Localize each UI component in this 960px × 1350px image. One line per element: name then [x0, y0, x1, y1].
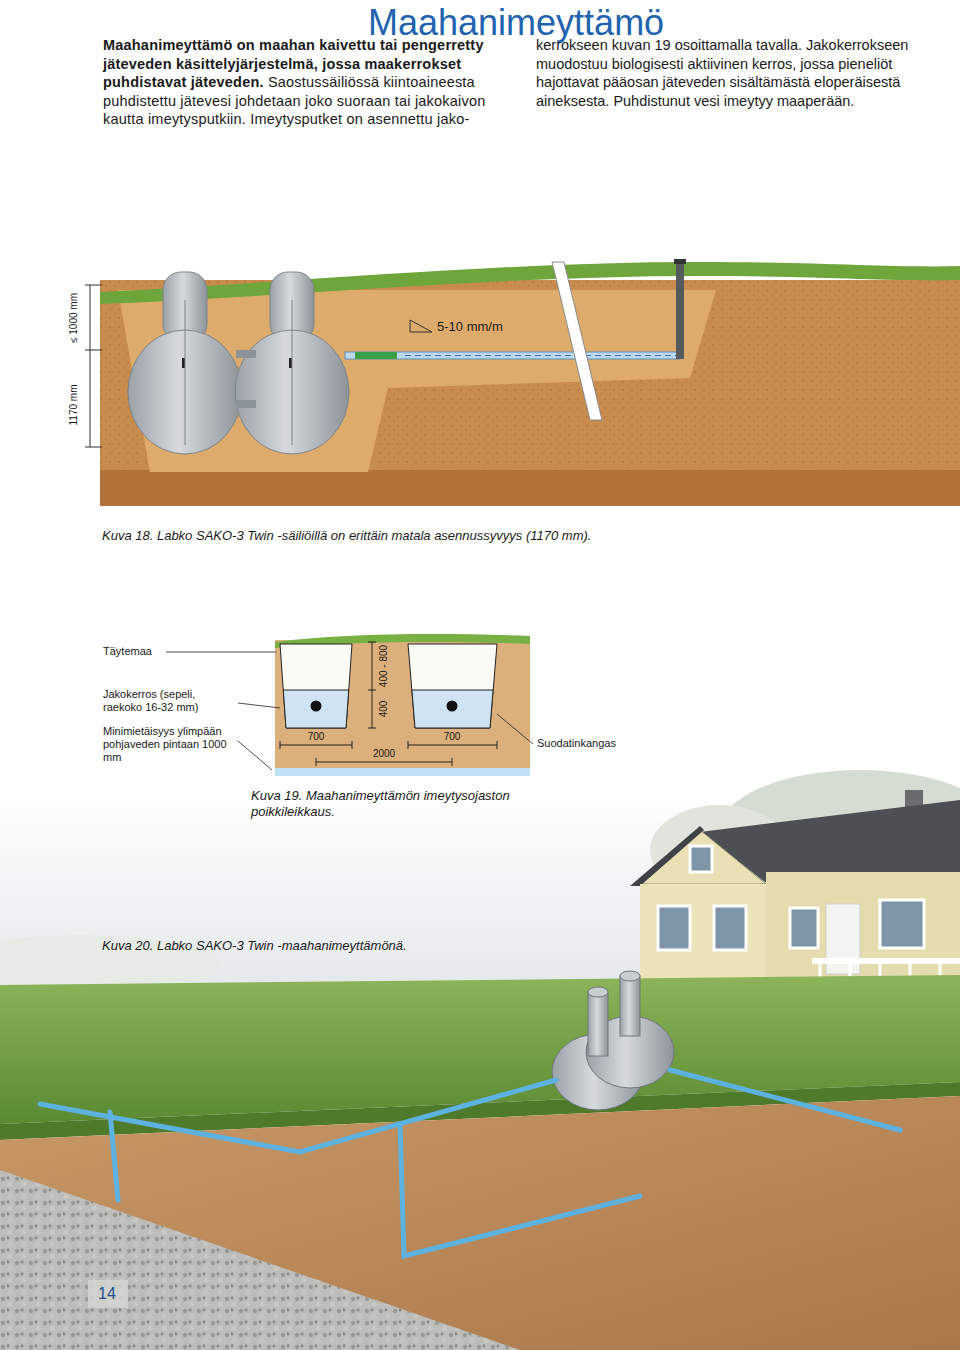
- leader-line: [497, 714, 533, 744]
- dimension-line: [408, 741, 409, 749]
- leader-line: [166, 652, 276, 653]
- dimension-label: 400: [378, 701, 390, 718]
- figure-caption: Kuva 19. Maahanimeyttämön imeytysojaston…: [251, 788, 551, 819]
- inspection-pipe: [552, 262, 602, 420]
- section-figure-19: [447, 701, 458, 712]
- house: [690, 846, 712, 872]
- house: [880, 900, 924, 948]
- dimension-line: [408, 745, 497, 746]
- yard-illustration: [88, 1280, 128, 1308]
- pipe: [670, 1070, 900, 1130]
- septic-tank: [552, 971, 674, 1110]
- pipe: [40, 1080, 556, 1152]
- leader-line: [238, 703, 280, 708]
- dimension-line: [368, 728, 376, 729]
- house: [630, 790, 960, 1002]
- leader-line: [238, 741, 272, 770]
- slope-mark: [410, 320, 432, 332]
- section-figure-18: [100, 280, 960, 506]
- dimension-line: [90, 285, 91, 447]
- dimension-line: [85, 350, 102, 351]
- septic-tank: [292, 300, 293, 445]
- slope-label: 5-10 mm/m: [437, 319, 503, 335]
- dimension-label: 700: [308, 731, 325, 743]
- dimension-line: [85, 447, 102, 448]
- slope-mark: [410, 320, 432, 332]
- section-figure-18: [100, 280, 960, 506]
- part-label: Minimietäisyys ylimpään pohjaveden pinta…: [103, 725, 235, 765]
- septic-tank: [620, 971, 640, 981]
- figure-caption: Kuva 20. Labko SAKO-3 Twin -maahanimeytt…: [102, 938, 407, 954]
- pipe: [674, 259, 686, 264]
- dimension-label: 400 - 800: [378, 645, 390, 687]
- septic-tank: [236, 400, 256, 408]
- house: [636, 830, 766, 884]
- septic-tank: [185, 300, 186, 445]
- yard-illustration: [0, 770, 960, 1350]
- pipe: [345, 352, 680, 359]
- dimension-label: 2000: [373, 748, 395, 760]
- dimension-line: [85, 285, 102, 286]
- figure-caption: Kuva 18. Labko SAKO-3 Twin -säiliöillä o…: [102, 528, 591, 544]
- part-label: Suodatinkangas: [537, 737, 616, 750]
- dimension-line: [316, 762, 452, 763]
- leader-line: [166, 652, 533, 770]
- septic-tank: [236, 350, 256, 358]
- dimension-line: [85, 285, 102, 447]
- dimension-line: [372, 642, 373, 728]
- section-figure-18: [100, 262, 960, 304]
- part-label: Täytemaa: [103, 645, 152, 658]
- septic-tank: [128, 272, 349, 454]
- dimension-line: [368, 642, 376, 643]
- house: [812, 958, 960, 964]
- dimension-line: [352, 741, 353, 749]
- dimension-line: [316, 758, 317, 766]
- dimension-line: [280, 642, 497, 766]
- dimension-line: [280, 741, 281, 749]
- pipe: [110, 1112, 118, 1200]
- pipe: [355, 352, 397, 359]
- house: [714, 906, 746, 950]
- house: [658, 906, 690, 950]
- section-figure-19: [275, 640, 530, 768]
- section-figure-19: [280, 644, 352, 728]
- section-figure-18: [85, 259, 960, 506]
- septic-tank: [588, 992, 608, 1056]
- section-figure-18: [118, 290, 716, 472]
- section-figure-18: [100, 470, 960, 506]
- septic-tank: [588, 987, 608, 997]
- body-text: kerrokseen kuvan 19 osoittamalla tavalla…: [536, 36, 954, 110]
- slope-mark: [410, 320, 411, 332]
- pipe: [345, 259, 686, 359]
- slope-mark: [410, 332, 432, 333]
- pipe: [400, 1124, 640, 1256]
- section-figure-19: [283, 690, 348, 728]
- section-figure-19: [408, 644, 497, 728]
- dimension-line: [452, 758, 453, 766]
- dimension-label: 1170 mm: [68, 385, 80, 426]
- part-label: Jakokerros (sepeli, raekoko 16-32 mm): [103, 688, 235, 714]
- dimension-line: [497, 741, 498, 749]
- septic-tank: [620, 976, 640, 1036]
- pipe: [405, 355, 676, 356]
- text-column: Maahanimeyttämö on maahan kaivettu tai p…: [103, 36, 519, 129]
- pipe: [40, 1070, 900, 1256]
- yard-illustration: [0, 1096, 960, 1350]
- yard-illustration: [0, 1170, 520, 1350]
- dimension-label: 700: [444, 731, 461, 743]
- dimension-line: [368, 690, 376, 691]
- page-number: 14: [98, 1284, 116, 1303]
- section-figure-19: [275, 768, 530, 776]
- section-figure-19: [311, 701, 322, 712]
- dimension-label: ≤ 1000 mm: [68, 293, 80, 343]
- yard-illustration: [0, 1170, 520, 1350]
- house: [790, 908, 818, 948]
- dimension-line: [280, 745, 352, 746]
- section-figure-19: [166, 634, 533, 776]
- pipe: [676, 262, 684, 359]
- section-figure-19: [412, 690, 493, 728]
